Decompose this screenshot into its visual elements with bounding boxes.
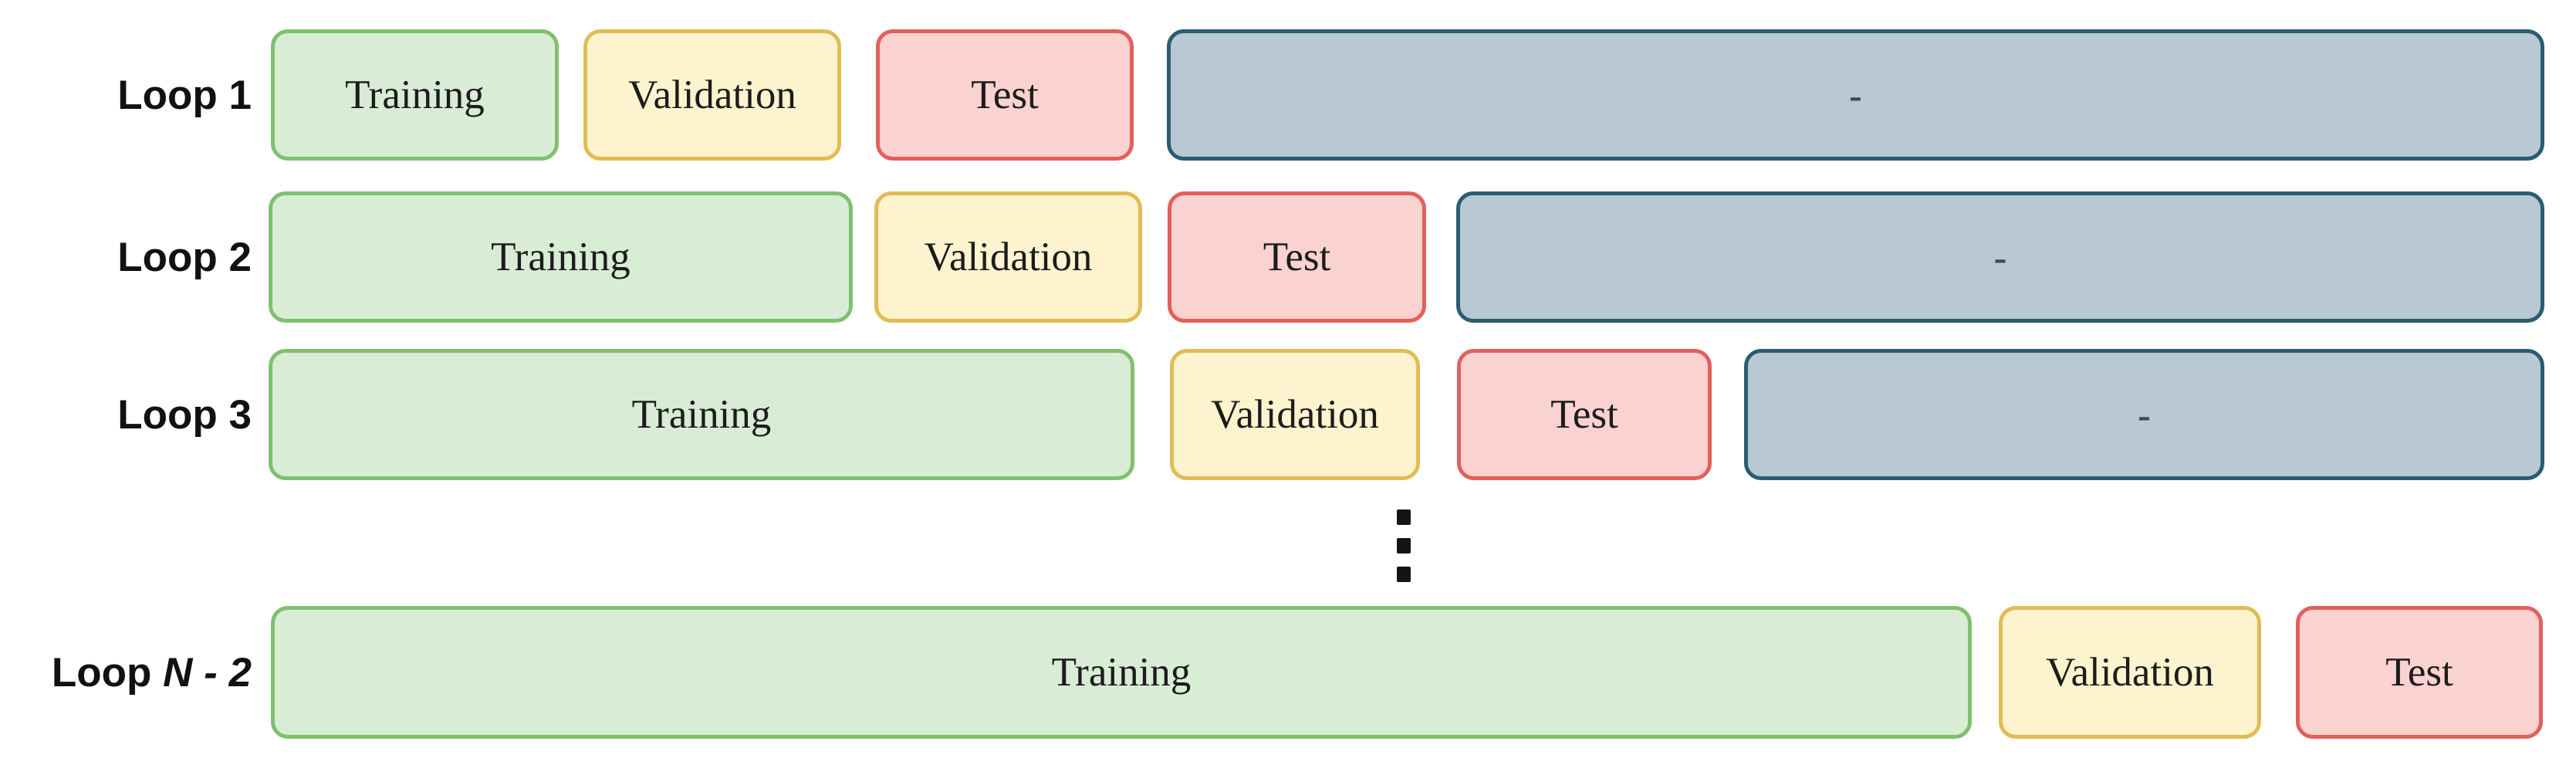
segment-label: Test bbox=[971, 73, 1039, 117]
segment-test: Test bbox=[2296, 606, 2543, 739]
segment-label: Validation bbox=[1211, 392, 1379, 437]
segment-label: Training bbox=[631, 392, 772, 437]
segment-test: Test bbox=[1168, 191, 1426, 323]
ellipsis-dot bbox=[1397, 538, 1411, 553]
row-label-suffix: 1 bbox=[228, 72, 252, 118]
segment-label: - bbox=[2138, 393, 2151, 436]
segment-validation: Validation bbox=[583, 29, 841, 161]
segment-test: Test bbox=[876, 29, 1134, 161]
segment-validation: Validation bbox=[1999, 606, 2261, 739]
row-label-prefix: Loop bbox=[51, 649, 164, 696]
row-label-suffix: 3 bbox=[228, 391, 252, 438]
row-label-loop-2: Loop 2 bbox=[0, 191, 256, 323]
segment-label: Test bbox=[2385, 650, 2453, 695]
row-label-loop-1: Loop 1 bbox=[0, 29, 256, 161]
row-label-prefix: Loop bbox=[117, 391, 229, 438]
segment-training: Training bbox=[271, 29, 559, 161]
segment-training: Training bbox=[271, 606, 1972, 739]
segment-label: Validation bbox=[2046, 650, 2214, 695]
segment-training: Training bbox=[269, 349, 1134, 480]
segment-label: Test bbox=[1550, 392, 1618, 437]
row-label-prefix: Loop bbox=[117, 234, 229, 280]
segment-label: Validation bbox=[924, 235, 1093, 279]
segment-label: - bbox=[1993, 235, 2007, 279]
segment-label: - bbox=[1849, 73, 1862, 117]
ellipsis-dot bbox=[1397, 567, 1411, 582]
row-label-loop-3: Loop 3 bbox=[0, 349, 256, 480]
segment-test: Test bbox=[1457, 349, 1712, 480]
row-label-loop-n-2: Loop N - 2 bbox=[0, 606, 256, 739]
segment-validation: Validation bbox=[874, 191, 1142, 323]
segment-validation: Validation bbox=[1170, 349, 1420, 480]
segment-training: Training bbox=[269, 191, 853, 323]
segment-label: Training bbox=[345, 73, 485, 117]
segment-unused: - bbox=[1744, 349, 2544, 480]
vertical-ellipsis-icon bbox=[1397, 509, 1411, 582]
row-label-prefix: Loop bbox=[117, 72, 229, 118]
segment-label: Training bbox=[491, 235, 630, 279]
segment-label: Test bbox=[1263, 235, 1331, 279]
ellipsis-dot bbox=[1397, 509, 1411, 525]
segment-unused: - bbox=[1456, 191, 2544, 323]
row-label-suffix: N - 2 bbox=[163, 649, 252, 696]
row-label-suffix: 2 bbox=[228, 234, 252, 280]
segment-unused: - bbox=[1167, 29, 2544, 161]
segment-label: Validation bbox=[628, 73, 796, 117]
segment-label: Training bbox=[1051, 650, 1192, 695]
